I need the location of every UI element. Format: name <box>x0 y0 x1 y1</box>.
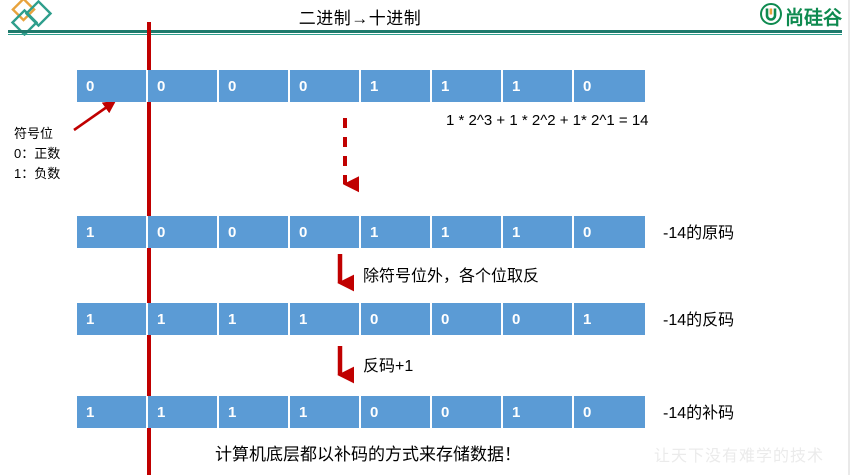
sign-bit-divider-line <box>147 22 151 475</box>
bit-cell: 0 <box>361 303 432 335</box>
bit-cell: 1 <box>361 70 432 102</box>
header-divider-thin <box>8 34 842 35</box>
brand-name: 尚硅谷 <box>784 6 842 29</box>
slide-right-edge <box>848 0 850 475</box>
arrow-down-icon <box>326 345 365 389</box>
bit-cell: 1 <box>219 396 290 428</box>
bit-row-value-14: 0 0 0 0 1 1 1 0 <box>77 70 645 102</box>
page-title: 二进制→十进制 <box>298 9 422 28</box>
row-label-inverse-code: -14的反码 <box>663 312 735 329</box>
sign-bit-annotation: 符号位 0：正数 1：负数 <box>14 124 60 184</box>
arrow-down-dashed-icon <box>331 116 365 200</box>
bit-cell: 1 <box>77 216 148 248</box>
bit-cell: 0 <box>148 216 219 248</box>
bit-row-original-code: 1 0 0 0 1 1 1 0 <box>77 216 645 248</box>
step-note-plus-one: 反码+1 <box>363 358 414 375</box>
bit-cell: 0 <box>219 216 290 248</box>
bit-cell: 1 <box>432 216 503 248</box>
bit-cell: 0 <box>77 70 148 102</box>
arrow-down-icon <box>326 253 365 297</box>
bit-cell: 0 <box>290 216 361 248</box>
bit-row-complement-code: 1 1 1 1 0 0 1 0 <box>77 396 645 428</box>
bit-cell: 0 <box>574 216 645 248</box>
brand-logo: 尚硅谷 <box>759 2 842 30</box>
sign-bit-positive: 0：正数 <box>14 146 61 161</box>
bit-cell: 0 <box>574 396 645 428</box>
bit-cell: 0 <box>219 70 290 102</box>
bit-cell: 1 <box>148 303 219 335</box>
bit-cell: 1 <box>290 303 361 335</box>
bit-cell: 1 <box>361 216 432 248</box>
bit-row-inverse-code: 1 1 1 1 0 0 0 1 <box>77 303 645 335</box>
conversion-formula: 1 * 2^3 + 1 * 2^2 + 1* 2^1 = 14 <box>446 112 649 129</box>
watermark-text: 让天下没有难学的技术 <box>653 448 824 465</box>
bit-cell: 0 <box>361 396 432 428</box>
bit-cell: 1 <box>503 216 574 248</box>
diamonds-logo-icon <box>4 0 76 37</box>
bit-cell: 0 <box>432 303 503 335</box>
step-note-invert: 除符号位外，各个位取反 <box>363 268 540 285</box>
bit-cell: 1 <box>574 303 645 335</box>
bit-cell: 0 <box>290 70 361 102</box>
u-circle-logo-icon <box>759 2 782 30</box>
bit-cell: 1 <box>77 396 148 428</box>
header-divider <box>8 30 842 33</box>
bit-cell: 0 <box>503 303 574 335</box>
bit-cell: 1 <box>148 396 219 428</box>
bit-cell: 1 <box>77 303 148 335</box>
sign-bit-negative: 1：负数 <box>14 166 61 181</box>
bit-cell: 1 <box>219 303 290 335</box>
bottom-note: 计算机底层都以补码的方式来存储数据！ <box>215 445 521 464</box>
bit-cell: 1 <box>432 70 503 102</box>
bit-cell: 1 <box>290 396 361 428</box>
bit-cell: 0 <box>432 396 503 428</box>
sign-bit-title: 符号位 <box>14 126 54 141</box>
bit-cell: 1 <box>503 70 574 102</box>
row-label-complement-code: -14的补码 <box>663 405 735 422</box>
row-label-original-code: -14的原码 <box>663 225 735 242</box>
bit-cell: 0 <box>148 70 219 102</box>
arrow-up-right-icon <box>72 96 122 132</box>
bit-cell: 0 <box>574 70 645 102</box>
bit-cell: 1 <box>503 396 574 428</box>
